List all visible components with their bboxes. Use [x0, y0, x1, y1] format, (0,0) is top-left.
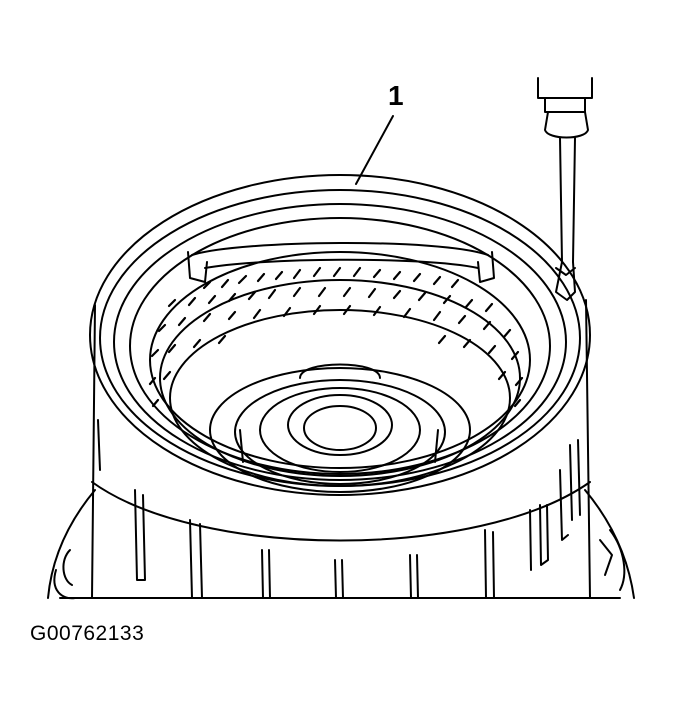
friction-texture	[150, 268, 522, 406]
callout-number: 1	[388, 80, 404, 111]
center-hub	[210, 365, 470, 493]
callout-leader-line	[356, 116, 393, 184]
figure-id: G00762133	[30, 622, 145, 645]
clutch-plate-stack	[150, 252, 530, 486]
drum-rim	[90, 175, 590, 495]
snap-ring	[188, 243, 494, 282]
drum-outer-wall	[92, 300, 590, 598]
drum-slots	[98, 420, 580, 598]
screwdriver-tool	[538, 78, 592, 300]
